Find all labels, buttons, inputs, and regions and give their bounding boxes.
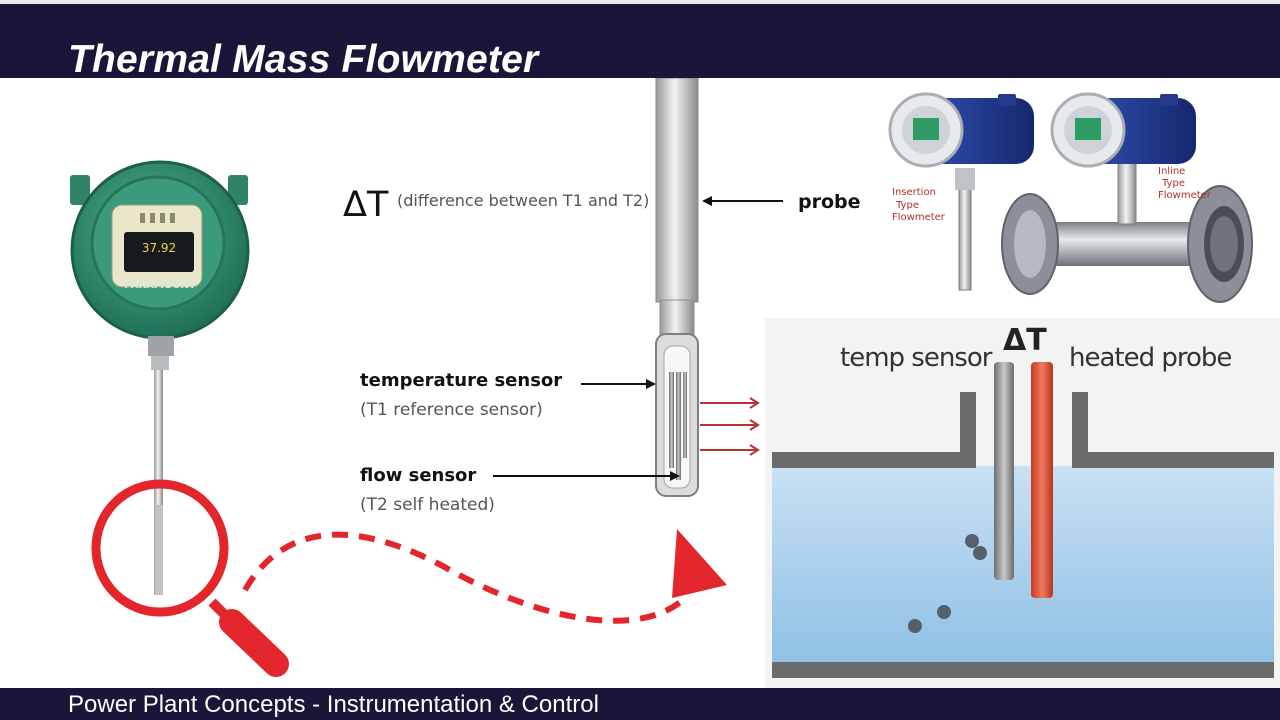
transmitter-display-value: 37.92 xyxy=(142,241,176,255)
footer-banner: Power Plant Concepts - Instrumentation &… xyxy=(0,688,1280,720)
svg-text:Type: Type xyxy=(1161,178,1185,189)
paramount-transmitter: 37.92 PARAMOUNT xyxy=(70,160,250,595)
flow-sensor-label: flow sensor xyxy=(360,465,476,486)
temperature-sensor-note: (T1 reference sensor) xyxy=(360,400,543,420)
delta-t-symbol: ΔT xyxy=(343,185,389,225)
probe-label: probe xyxy=(798,191,861,213)
probe-pointer-arrow xyxy=(702,196,783,206)
pipe-cross-section xyxy=(765,318,1280,688)
svg-text:Type: Type xyxy=(895,200,919,211)
svg-text:Insertion: Insertion xyxy=(892,187,936,198)
flow-sensor-note: (T2 self heated) xyxy=(360,495,495,515)
probe-illustration xyxy=(655,77,699,497)
cross-section-temp-sensor-label: temp sensor xyxy=(840,343,993,373)
diagram-canvas: 37.92 PARAMOUNT Δ xyxy=(0,77,1280,688)
delta-t-description: (difference between T1 and T2) xyxy=(397,191,649,210)
title-banner: Thermal Mass Flowmeter xyxy=(0,0,1280,81)
flow-sensor-arrow xyxy=(493,471,680,481)
svg-text:Inline: Inline xyxy=(1158,166,1185,177)
flow-arrows xyxy=(700,397,760,456)
flowmeter-products xyxy=(888,92,1253,303)
svg-text:Flowmeter: Flowmeter xyxy=(892,212,946,223)
footer-text: Power Plant Concepts - Instrumentation &… xyxy=(68,691,599,718)
dashed-curve-arrow xyxy=(242,529,727,624)
slide-title: Thermal Mass Flowmeter xyxy=(68,38,539,81)
banner-top-line xyxy=(0,0,1280,4)
insertion-type-label: Insertion Type Flowmeter xyxy=(892,187,946,223)
cross-section-delta-t: ΔT xyxy=(1003,323,1047,358)
temperature-sensor-arrow xyxy=(581,379,656,389)
temperature-sensor-label: temperature sensor xyxy=(360,370,562,391)
inline-type-label: Inline Type Flowmeter xyxy=(1158,166,1212,201)
magnifier-icon xyxy=(91,479,289,677)
svg-text:Flowmeter: Flowmeter xyxy=(1158,190,1212,201)
cross-section-heated-probe-label: heated probe xyxy=(1069,343,1231,373)
transmitter-brand: PARAMOUNT xyxy=(124,280,196,291)
